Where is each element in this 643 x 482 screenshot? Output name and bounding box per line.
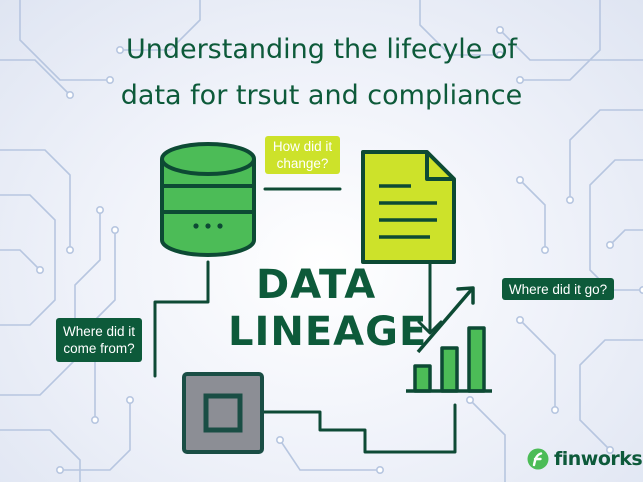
circuit-node	[495, 25, 504, 34]
circuit-node	[540, 246, 549, 255]
callout-where-did-it-go: Where did it go?	[502, 278, 614, 300]
finworks-logo-icon	[527, 448, 549, 470]
circuit-node	[116, 45, 125, 54]
circuit-node	[565, 196, 574, 205]
circuit-node	[106, 76, 115, 85]
circuit-node	[465, 395, 474, 404]
connector-chip-right	[261, 403, 457, 454]
callout-where-did-it-come-from: Where did it come from?	[56, 318, 142, 362]
center-label-data: DATA	[256, 262, 377, 308]
circuit-node	[375, 465, 384, 474]
callout-from-line-2: come from?	[63, 341, 135, 356]
document-icon	[361, 150, 456, 264]
circuit-nodes	[35, 25, 643, 474]
center-label-lineage: LINEAGE	[228, 309, 428, 355]
callout-go-text: Where did it go?	[508, 281, 608, 297]
circuit-node	[515, 176, 524, 185]
callout-change-line-2: change?	[276, 156, 329, 171]
circuit-node	[66, 246, 75, 255]
circuit-node	[550, 405, 559, 414]
circuit-node	[605, 445, 614, 454]
circuit-node	[55, 465, 64, 474]
brand-name: finworks	[554, 448, 643, 470]
page-title-line-2: data for trsut and compliance	[120, 80, 523, 111]
bar-chart-icon	[406, 286, 492, 393]
connector-db-down	[153, 260, 210, 378]
circuit-node	[126, 395, 135, 404]
page-title-line-1: Understanding the lifecyle of	[125, 34, 518, 65]
circuit-node	[35, 265, 44, 274]
circuit-node	[515, 315, 524, 324]
circuit-node	[275, 435, 284, 444]
circuit-node	[91, 415, 100, 424]
callout-how-did-it-change: How did it change?	[265, 136, 340, 174]
circuit-node	[515, 76, 524, 85]
connector-lines	[153, 187, 457, 454]
callout-from-line-1: Where did it	[62, 324, 136, 339]
database-icon	[160, 142, 256, 257]
arrow-to-chart	[417, 320, 443, 335]
circuit-node	[96, 206, 105, 215]
circuit-node	[495, 50, 504, 59]
callout-change-line-1: How did it	[272, 139, 333, 154]
circuit-node	[111, 226, 120, 235]
chip-icon	[182, 372, 264, 454]
circuit-node	[605, 241, 614, 250]
circuit-node	[66, 91, 75, 100]
finworks-brand: finworks	[527, 448, 643, 470]
